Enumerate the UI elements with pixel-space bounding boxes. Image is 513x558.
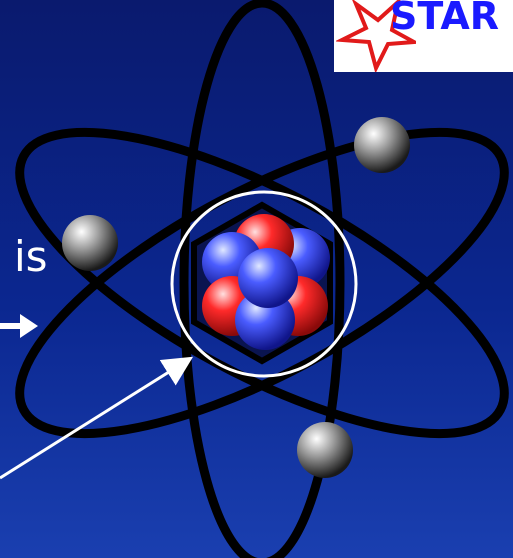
arrow-icon: [0, 314, 38, 338]
star-logo-icon: [336, 0, 416, 72]
logo-text: STAR: [390, 0, 500, 38]
electron-icon: [354, 117, 410, 173]
orbit-right-tilt: [15, 127, 509, 439]
nucleus-icon: [202, 214, 330, 350]
side-text: is: [14, 232, 48, 281]
nucleus-highlight-circle: [170, 190, 358, 378]
star-logo: STAR: [334, 0, 513, 72]
electron-icon: [297, 422, 353, 478]
electron-icon: [62, 215, 118, 271]
orbit-vertical: [179, 0, 345, 558]
neutron: [238, 248, 298, 308]
arrow-icon: [0, 356, 194, 480]
electrons: [62, 117, 410, 478]
